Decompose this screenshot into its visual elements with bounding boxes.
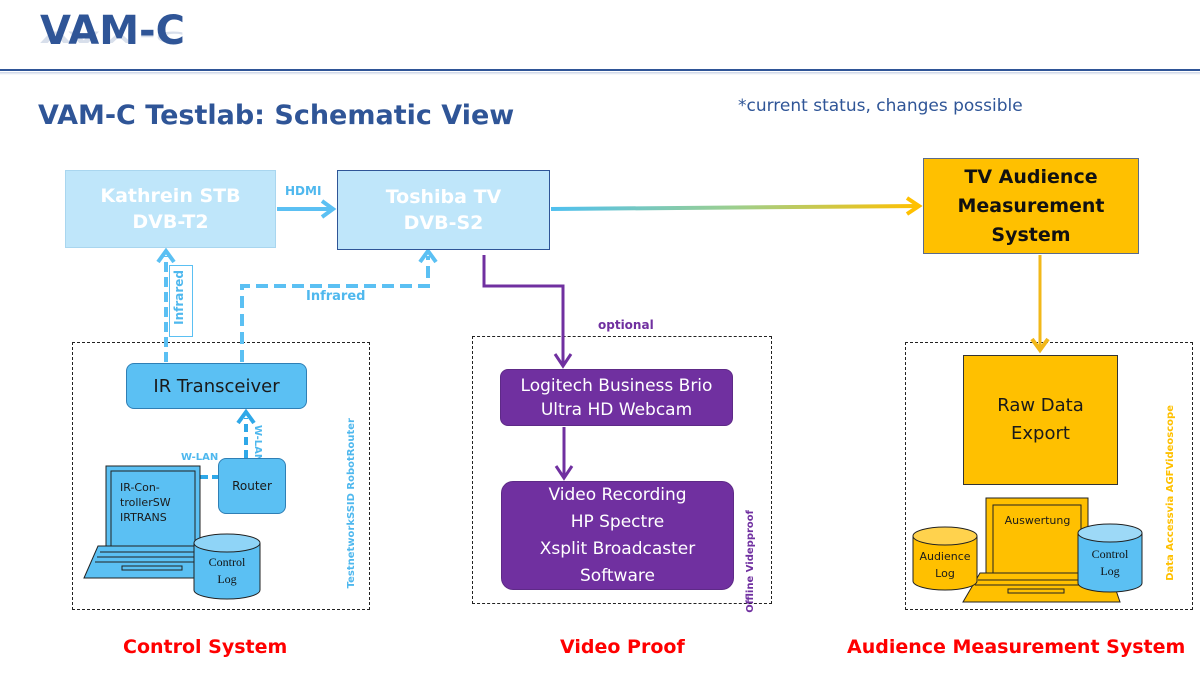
audience-control-log-line-1: Control <box>1091 547 1129 561</box>
infrared-to-tv-arrow <box>240 247 438 362</box>
page-title: VAM-C Testlab: Schematic View <box>38 100 515 131</box>
tams-line-2: Measurement <box>957 194 1105 217</box>
tv-standard: DVB-S2 <box>403 212 484 234</box>
section-label-video-proof: Video Proof <box>560 636 685 658</box>
control-laptop-screen-text: IR-Con- trollerSW IRTRANS <box>120 480 171 525</box>
router-to-ir-arrow <box>236 408 256 458</box>
control-system-area <box>72 342 370 610</box>
video-recording-box: Video Recording HP Spectre Xsplit Broadc… <box>501 481 734 590</box>
infrared-to-stb-arrow <box>156 247 176 362</box>
tams-line-1: TV Audience <box>964 165 1098 188</box>
raw-data-line-1: Raw Data <box>997 395 1084 416</box>
audience-control-log-cylinder-icon <box>1077 523 1143 593</box>
audience-log-line-1: Audience <box>919 550 971 563</box>
stb-standard: DVB-T2 <box>132 211 209 233</box>
control-log-line-1: Control <box>208 555 246 569</box>
wlan-label-horizontal: W-LAN <box>181 452 219 463</box>
optional-label: optional <box>598 318 654 332</box>
tv-to-webcam-arrow <box>482 255 573 369</box>
laptop-screen-line-3: IRTRANS <box>120 511 167 524</box>
tams-line-3: System <box>991 223 1071 246</box>
audience-log-label: Audience Log <box>914 548 976 582</box>
control-log-cylinder-icon <box>193 533 261 600</box>
infrared-label-vertical: Infrared <box>172 270 186 325</box>
ir-transceiver-box: IR Transceiver <box>126 363 307 409</box>
audience-control-log-line-2: Log <box>1100 564 1120 578</box>
webcam-to-recording-arrow <box>554 427 574 481</box>
header-divider <box>0 69 1200 71</box>
infrared-label-frame <box>169 265 193 337</box>
auswertung-label: Auswertung <box>1004 514 1071 527</box>
status-note: *current status, changes possible <box>738 96 1023 116</box>
infrared-label-horizontal: Infrared <box>306 289 366 304</box>
testnetwork-ssid-label: TestnetworkSSID RobotRouter <box>346 418 357 589</box>
recording-line-3: Xsplit Broadcaster <box>539 538 696 559</box>
header-divider-shadow <box>0 72 1200 75</box>
data-access-label: Data Accessvia AGFVideoscope <box>1165 405 1176 581</box>
hdmi-label: HDMI <box>285 184 322 198</box>
audience-measurement-area <box>905 342 1193 610</box>
section-label-control-system: Control System <box>123 636 288 658</box>
section-label-audience-measurement: Audience Measurement System <box>847 636 1186 658</box>
offline-videoproof-label: Offline Videpproof <box>745 510 756 613</box>
recording-line-4: Software <box>580 565 655 586</box>
kathrein-stb-box: Kathrein STB DVB-T2 <box>65 170 276 248</box>
raw-data-export-box: Raw Data Export <box>963 355 1118 485</box>
recording-line-1: Video Recording <box>548 484 687 505</box>
laptop-screen-line-2: trollerSW <box>120 496 171 509</box>
tv-audience-measurement-box: TV Audience Measurement System <box>923 158 1139 254</box>
laptop-screen-line-1: IR-Con- <box>120 481 160 494</box>
toshiba-tv-box: Toshiba TV DVB-S2 <box>337 170 550 250</box>
video-proof-area <box>472 336 772 604</box>
webcam-line-1: Logitech Business Brio <box>520 375 713 396</box>
webcam-line-2: Ultra HD Webcam <box>540 399 693 420</box>
audience-log-cylinder-icon <box>912 526 978 591</box>
router-box: Router <box>218 458 286 514</box>
control-laptop-icon <box>83 465 216 579</box>
stb-name: Kathrein STB <box>100 185 241 207</box>
control-log-label: Control Log <box>196 554 258 588</box>
raw-data-line-2: Export <box>1011 423 1070 444</box>
tams-to-raw-data-arrow <box>1030 255 1050 354</box>
brand-logo: VAM-C <box>40 8 185 54</box>
tv-to-tams-arrow <box>550 196 923 216</box>
tv-name: Toshiba TV <box>385 186 502 208</box>
hdmi-arrow <box>277 199 337 219</box>
control-log-line-2: Log <box>217 572 237 586</box>
audience-control-log-label: Control Log <box>1079 546 1141 580</box>
wlan-label-vertical: W-LAN <box>252 425 263 463</box>
recording-line-2: HP Spectre <box>570 511 665 532</box>
webcam-box: Logitech Business Brio Ultra HD Webcam <box>500 369 733 426</box>
audience-log-line-2: Log <box>935 567 955 580</box>
